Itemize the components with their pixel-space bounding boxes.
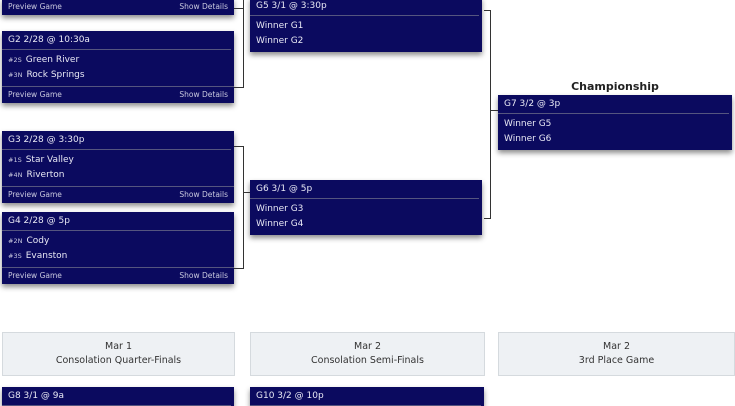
game-header: G6 3/1 @ 5p: [250, 180, 479, 199]
round-header-3rd-place: Mar 2 3rd Place Game: [498, 332, 735, 376]
show-details-link[interactable]: Show Details: [179, 90, 228, 99]
bracket-connector: [490, 10, 491, 219]
bracket-connector: [484, 218, 490, 219]
seed: #3S: [8, 252, 22, 260]
seed: #3N: [8, 71, 23, 79]
round-header-consolation-semifinals: Mar 2 Consolation Semi-Finals: [250, 332, 485, 376]
bracket-connector: [243, 146, 244, 269]
round-name: 3rd Place Game: [578, 355, 655, 366]
game-header: G7 3/2 @ 3p: [498, 95, 729, 114]
preview-game-link[interactable]: Preview Game: [8, 2, 62, 11]
team-name: Rock Springs: [26, 70, 85, 80]
team-row[interactable]: Winner G6: [504, 134, 552, 144]
game-header: G5 3/1 @ 3:30p: [250, 0, 479, 16]
round-date: Mar 2: [354, 341, 381, 352]
team-row[interactable]: Winner G3: [256, 204, 304, 214]
seed: #2N: [8, 237, 23, 245]
round-name: Consolation Semi-Finals: [311, 355, 424, 366]
championship-label: Championship: [571, 80, 659, 93]
team-row[interactable]: Winner G4: [256, 219, 304, 229]
team-name: Star Valley: [25, 155, 74, 165]
game-header: G10 3/2 @ 10p: [250, 387, 481, 406]
team-row[interactable]: Winner G1: [256, 21, 304, 31]
round-date: Mar 2: [603, 341, 630, 352]
seed: #2S: [8, 56, 22, 64]
round-date: Mar 1: [105, 341, 132, 352]
round-header-consolation-quarterfinals: Mar 1 Consolation Quarter-Finals: [2, 332, 235, 376]
show-details-link[interactable]: Show Details: [179, 190, 228, 199]
bracket-connector: [490, 110, 498, 111]
game-card-g7: G7 3/2 @ 3p Winner G5 Winner G6: [498, 95, 732, 150]
show-details-link[interactable]: Show Details: [179, 2, 228, 11]
preview-game-link[interactable]: Preview Game: [8, 90, 62, 99]
game-card-g10: G10 3/2 @ 10p: [250, 387, 484, 406]
bracket-connector: [234, 87, 243, 88]
show-details-link[interactable]: Show Details: [179, 271, 228, 280]
preview-game-link[interactable]: Preview Game: [8, 190, 62, 199]
bracket-connector: [234, 8, 243, 9]
team-name: Evanston: [25, 251, 68, 261]
game-card-g6: G6 3/1 @ 5p Winner G3 Winner G4: [250, 180, 482, 235]
team-row[interactable]: Winner G5: [504, 119, 552, 129]
game-header: G2 2/28 @ 10:30a: [2, 31, 231, 50]
game-header: G3 2/28 @ 3:30p: [2, 131, 231, 150]
game-header: G4 2/28 @ 5p: [2, 212, 231, 231]
seed: #4N: [8, 171, 23, 179]
game-card-g5: G5 3/1 @ 3:30p Winner G1 Winner G2: [250, 0, 482, 52]
game-header: G8 3/1 @ 9a: [2, 387, 231, 406]
bracket-connector: [234, 146, 243, 147]
team-name: Riverton: [26, 170, 65, 180]
preview-game-link[interactable]: Preview Game: [8, 271, 62, 280]
game-card-g8: G8 3/1 @ 9a: [2, 387, 234, 406]
team-name: Green River: [25, 55, 80, 65]
game-card-g1: Preview Game Show Details: [2, 0, 234, 15]
bracket-connector: [484, 10, 490, 11]
round-name: Consolation Quarter-Finals: [55, 355, 182, 366]
team-row[interactable]: Winner G2: [256, 36, 304, 46]
bracket-connector: [243, 192, 250, 193]
team-name: Cody: [26, 236, 50, 246]
bracket-connector: [234, 268, 243, 269]
seed: #1S: [8, 156, 22, 164]
bracket-connector: [243, 0, 244, 88]
